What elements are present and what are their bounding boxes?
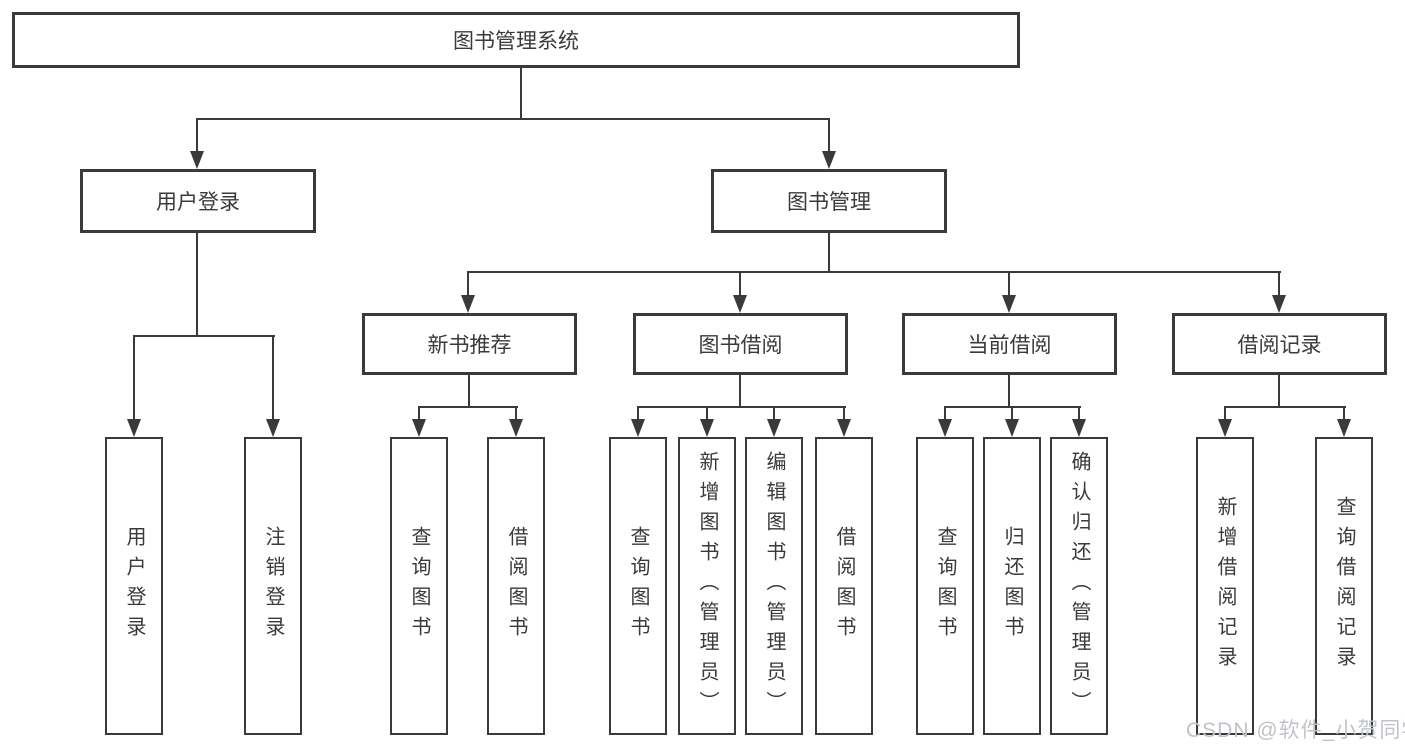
- arrowhead-icon: [700, 419, 714, 437]
- leaf-current-query-books-label: 查询图书: [934, 526, 956, 646]
- leaf-user-login: 用户登录: [105, 437, 163, 735]
- node-book-borrow: 图书借阅: [633, 313, 848, 375]
- connector-records-rail: [1224, 406, 1346, 408]
- arrowhead-icon: [1272, 295, 1286, 313]
- leaf-recommend-borrow-books: 借阅图书: [487, 437, 545, 735]
- connector-leaf-stub: [843, 406, 845, 421]
- node-new-book-recommend: 新书推荐: [362, 313, 577, 375]
- connector-leaf-stub: [773, 406, 775, 421]
- arrowhead-icon: [1002, 295, 1016, 313]
- leaf-edit-books-admin-label: 编辑图书（管理员）: [763, 451, 785, 721]
- leaf-logout-label: 注销登录: [262, 526, 284, 646]
- connector-leaf-stub: [1011, 406, 1013, 421]
- node-borrow-records-label: 借阅记录: [1237, 334, 1322, 357]
- leaf-add-borrow-record: 新增借阅记录: [1196, 437, 1254, 735]
- arrowhead-icon: [461, 295, 475, 313]
- connector-recommend-stub: [467, 271, 469, 297]
- node-current-borrow: 当前借阅: [902, 313, 1117, 375]
- connector-leaf-stub: [944, 406, 946, 421]
- arrowhead-icon: [412, 419, 426, 437]
- connector-current-stub: [1008, 271, 1010, 297]
- node-book-management-label: 图书管理: [787, 191, 871, 214]
- connector-borrow-drop: [739, 375, 741, 408]
- connector-records-drop: [1278, 375, 1280, 408]
- node-current-borrow-label: 当前借阅: [967, 334, 1052, 357]
- connector-root-drop: [520, 68, 522, 120]
- connector-borrow-rail: [637, 406, 846, 408]
- leaf-user-login-label: 用户登录: [123, 526, 145, 646]
- connector-current-drop: [1008, 375, 1010, 408]
- leaf-borrow-query-books-label: 查询图书: [627, 526, 649, 646]
- csdn-watermark: CSDN @软件_小贺同学: [1186, 719, 1405, 742]
- connector-book-mgmt-stub: [828, 118, 830, 153]
- arrowhead-icon: [1337, 419, 1351, 437]
- connector-leaf-stub: [1078, 406, 1080, 421]
- arrowhead-icon: [631, 419, 645, 437]
- node-user-login: 用户登录: [80, 169, 316, 233]
- connector-leaf-stub: [1343, 406, 1345, 421]
- connector-leaf-stub: [515, 406, 517, 421]
- leaf-recommend-query-books: 查询图书: [390, 437, 448, 735]
- connector-leaf-stub: [418, 406, 420, 421]
- arrowhead-icon: [938, 419, 952, 437]
- connector-leaf-stub: [637, 406, 639, 421]
- leaf-borrow-books-label: 借阅图书: [833, 526, 855, 646]
- node-root-label: 图书管理系统: [453, 30, 579, 53]
- connector-user-login-rail: [133, 335, 275, 337]
- leaf-add-books-admin: 新增图书（管理员）: [678, 437, 736, 735]
- node-root: 图书管理系统: [12, 12, 1020, 68]
- connector-leaf-stub: [133, 335, 135, 421]
- node-book-borrow-label: 图书借阅: [698, 334, 783, 357]
- arrowhead-icon: [190, 151, 204, 169]
- connector-leaf-stub: [706, 406, 708, 421]
- leaf-recommend-query-books-label: 查询图书: [408, 526, 430, 646]
- leaf-edit-books-admin: 编辑图书（管理员）: [745, 437, 803, 735]
- leaf-add-books-admin-label: 新增图书（管理员）: [696, 451, 718, 721]
- leaf-return-books-label: 归还图书: [1001, 526, 1023, 646]
- leaf-logout: 注销登录: [244, 437, 302, 735]
- arrowhead-icon: [822, 151, 836, 169]
- leaf-confirm-return-admin-label: 确认归还（管理员）: [1068, 451, 1090, 721]
- leaf-query-borrow-record-label: 查询借阅记录: [1333, 496, 1355, 676]
- connector-borrow-stub: [739, 271, 741, 297]
- arrowhead-icon: [1005, 419, 1019, 437]
- leaf-recommend-borrow-books-label: 借阅图书: [505, 526, 527, 646]
- connector-leaf-stub: [1224, 406, 1226, 421]
- arrowhead-icon: [837, 419, 851, 437]
- arrowhead-icon: [767, 419, 781, 437]
- connector-records-stub: [1278, 271, 1280, 297]
- connector-recommend-drop: [468, 375, 470, 408]
- node-book-management: 图书管理: [711, 169, 947, 233]
- connector-level2-rail: [196, 118, 830, 120]
- arrowhead-icon: [1218, 419, 1232, 437]
- leaf-query-borrow-record: 查询借阅记录: [1315, 437, 1373, 735]
- leaf-borrow-query-books: 查询图书: [609, 437, 667, 735]
- connector-recommend-rail: [418, 406, 518, 408]
- connector-book-mgmt-drop: [828, 233, 830, 273]
- arrowhead-icon: [509, 419, 523, 437]
- arrowhead-icon: [733, 295, 747, 313]
- leaf-current-query-books: 查询图书: [916, 437, 974, 735]
- node-new-book-recommend-label: 新书推荐: [427, 334, 512, 357]
- leaf-borrow-books: 借阅图书: [815, 437, 873, 735]
- leaf-confirm-return-admin: 确认归还（管理员）: [1050, 437, 1108, 735]
- arrowhead-icon: [266, 419, 280, 437]
- arrowhead-icon: [127, 419, 141, 437]
- node-user-login-label: 用户登录: [156, 191, 240, 214]
- node-borrow-records: 借阅记录: [1172, 313, 1387, 375]
- arrowhead-icon: [1072, 419, 1086, 437]
- connector-level3-rail: [467, 271, 1281, 273]
- connector-user-login-drop: [196, 233, 198, 337]
- connector-leaf-stub: [272, 335, 274, 421]
- leaf-return-books: 归还图书: [983, 437, 1041, 735]
- connector-user-login-stub: [196, 118, 198, 153]
- leaf-add-borrow-record-label: 新增借阅记录: [1214, 496, 1236, 676]
